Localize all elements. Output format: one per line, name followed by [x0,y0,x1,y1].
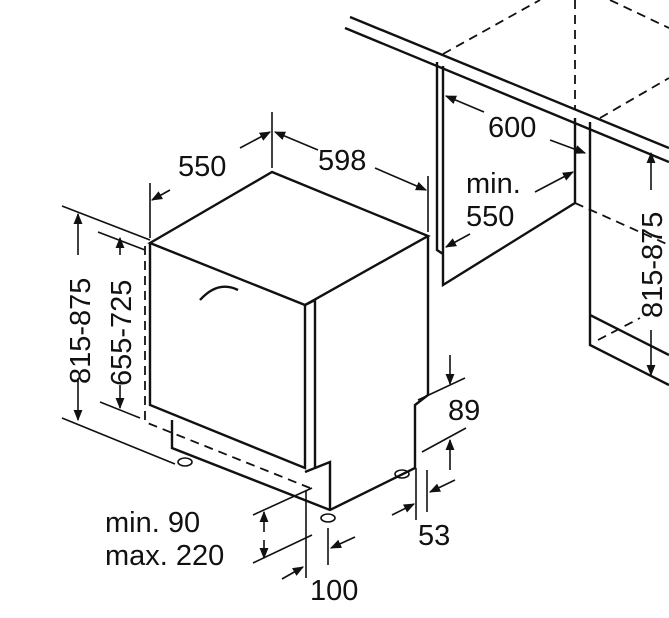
dishwasher-door [148,243,307,470]
dishwasher [144,170,431,523]
height-label: 815-875 [65,278,97,384]
plinth-depth-label: 53 [418,520,450,552]
door-handle-icon [199,285,239,301]
kitchen-cabinet-niche [344,0,669,387]
door-height-label: 655-725 [106,280,138,386]
plinth-offset-label: 100 [310,575,358,607]
dishwasher-top [147,170,431,307]
niche-width-label: 600 [488,112,536,144]
width-label: 598 [318,145,366,177]
depth-label: 550 [178,151,226,183]
dishwasher-side [170,236,430,512]
dimension-lines [61,95,656,580]
niche-height-label: 815-875 [637,212,669,318]
niche-depth-min-label: min. [466,168,521,200]
niche-depth-label: 550 [466,201,514,233]
adjustable-feet-icon [177,457,410,523]
plinth-recess-label: 89 [448,395,480,427]
plinth-height-min-label: min. 90 [105,507,200,539]
plinth-height-max-label: max. 220 [105,540,224,572]
